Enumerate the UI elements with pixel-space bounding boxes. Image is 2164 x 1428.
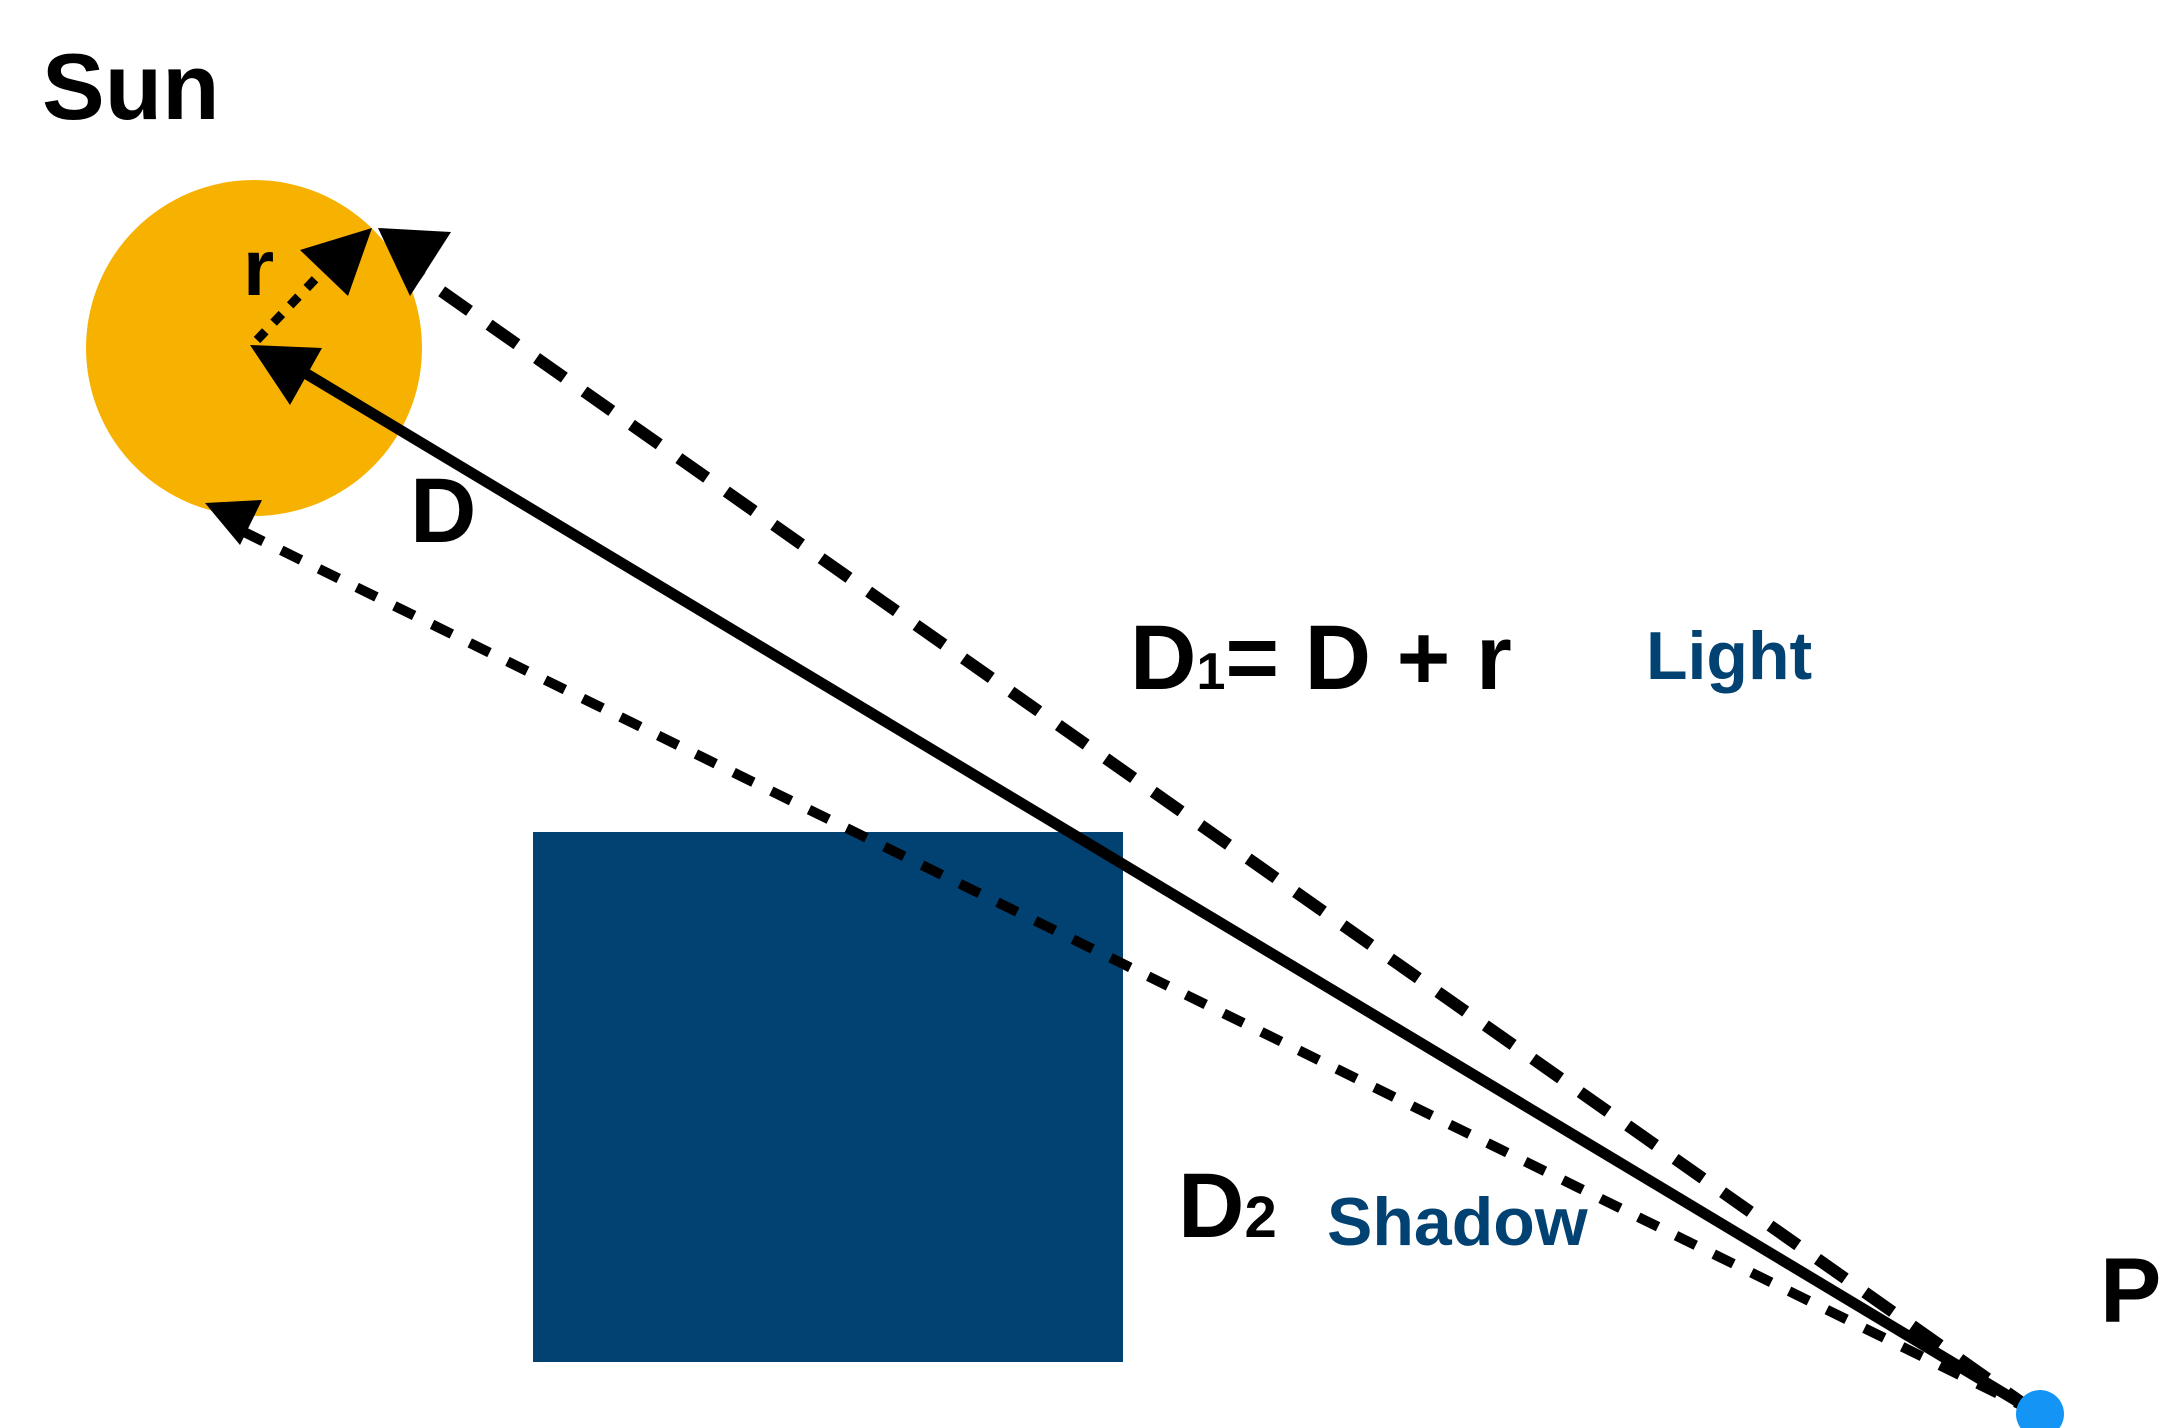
d-label: D — [410, 460, 477, 562]
r-arrowhead — [300, 228, 372, 296]
sun-label: Sun — [42, 34, 220, 139]
d2-arrowhead — [205, 500, 262, 545]
shadow-label: Shadow — [1327, 1184, 1588, 1260]
d1-formula: D1= D + r — [1130, 612, 1512, 704]
d1-arrowhead — [378, 228, 451, 296]
light-label: Light — [1646, 618, 1813, 694]
d1-subscript: 1 — [1196, 643, 1226, 701]
d1-symbol: D — [1130, 607, 1197, 709]
d1-equation: = D + r — [1225, 607, 1512, 709]
d2-symbol: D — [1178, 1155, 1245, 1257]
d2-formula: D2 — [1178, 1160, 1277, 1252]
r-label: r — [243, 223, 275, 312]
d2-subscript: 2 — [1244, 1185, 1277, 1250]
d-solid-line — [297, 365, 2038, 1417]
d1-dashed-line — [396, 257, 2039, 1417]
occluder-box — [533, 832, 1123, 1362]
r-dotted-line — [253, 268, 326, 344]
p-label: P — [2100, 1240, 2162, 1342]
d-arrowhead — [250, 345, 322, 405]
point-p — [2016, 1390, 2064, 1428]
